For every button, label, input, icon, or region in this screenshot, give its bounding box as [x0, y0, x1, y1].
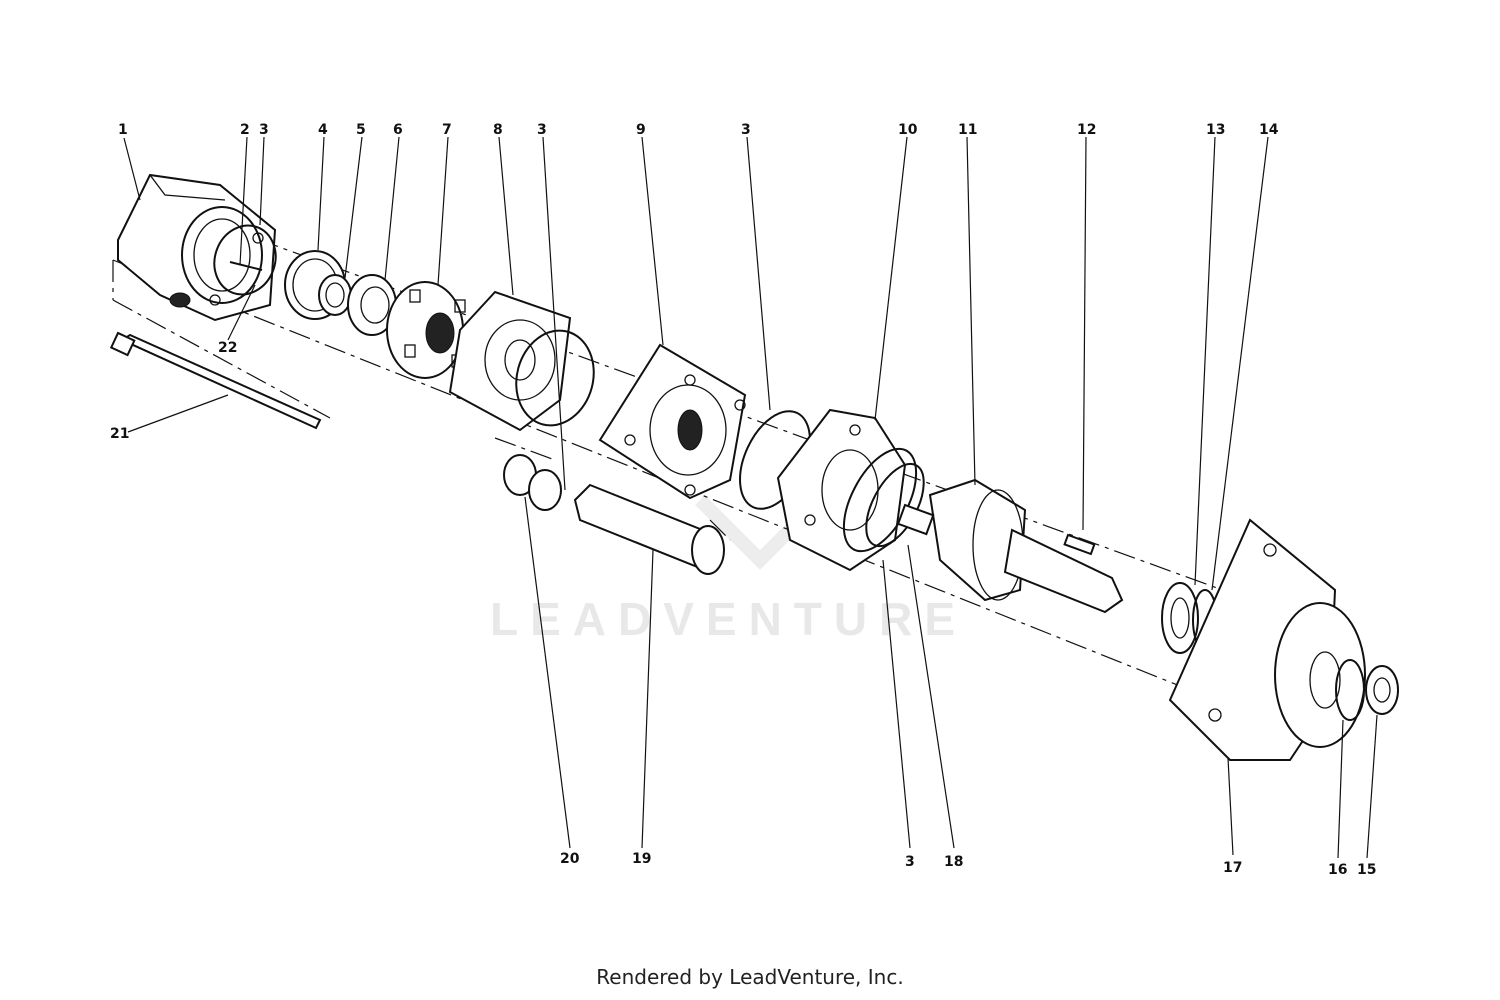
- part-13-bearing: [1161, 582, 1199, 654]
- callout-1: 1: [118, 122, 128, 138]
- callout-10: 10: [898, 122, 918, 138]
- callout-3: 3: [537, 122, 547, 138]
- callout-9: 9: [636, 122, 646, 138]
- part-2-pin: [229, 261, 263, 271]
- callout-15: 15: [1357, 862, 1376, 878]
- part-3-oring-b: [515, 329, 595, 427]
- callout-labels: 1 2 3 4 5 6 7 8 3 9 3 10 11 12 13 14 22 …: [110, 122, 1376, 878]
- callout-19: 19: [632, 851, 651, 867]
- callout-21: 21: [110, 426, 129, 442]
- callout-16: 16: [1328, 862, 1347, 878]
- leader-lines: [123, 136, 1378, 859]
- callout-3: 3: [259, 122, 269, 138]
- part-7-gerotor-plate: [386, 281, 466, 379]
- callout-3: 3: [741, 122, 751, 138]
- part-5-seal: [318, 274, 352, 316]
- callout-20: 20: [560, 851, 580, 867]
- callout-2: 2: [240, 122, 250, 138]
- callout-4: 4: [318, 122, 328, 138]
- part-12-key: [1063, 533, 1096, 556]
- callout-14: 14: [1259, 122, 1279, 138]
- callout-17: 17: [1223, 860, 1242, 876]
- part-8-plate: [448, 290, 572, 432]
- part-16-snap-ring: [1335, 659, 1365, 721]
- callout-3: 3: [905, 854, 915, 870]
- callout-18: 18: [944, 854, 963, 870]
- callout-12: 12: [1077, 122, 1096, 138]
- footer-credit: Rendered by LeadVenture, Inc.: [596, 965, 904, 989]
- part-1-housing: [117, 173, 277, 322]
- part-9-wear-plate: [598, 343, 747, 500]
- part-15-nut: [1365, 665, 1399, 715]
- part-19-spline-shaft: [573, 483, 731, 575]
- callout-6: 6: [393, 122, 403, 138]
- part-10-housing: [776, 408, 907, 572]
- callout-22: 22: [218, 340, 237, 356]
- part-3-oring-a: [213, 224, 277, 296]
- part-11-drive-shaft: [896, 478, 1124, 614]
- callout-13: 13: [1206, 122, 1225, 138]
- callout-8: 8: [493, 122, 503, 138]
- watermark-text: LEADVENTURE: [490, 593, 967, 645]
- callout-11: 11: [958, 122, 977, 138]
- part-21-bolt: [109, 331, 322, 430]
- part-17-mounting-flange: [1168, 518, 1366, 761]
- part-20-gear-set: [494, 437, 562, 511]
- callout-5: 5: [356, 122, 366, 138]
- callout-7: 7: [442, 122, 452, 138]
